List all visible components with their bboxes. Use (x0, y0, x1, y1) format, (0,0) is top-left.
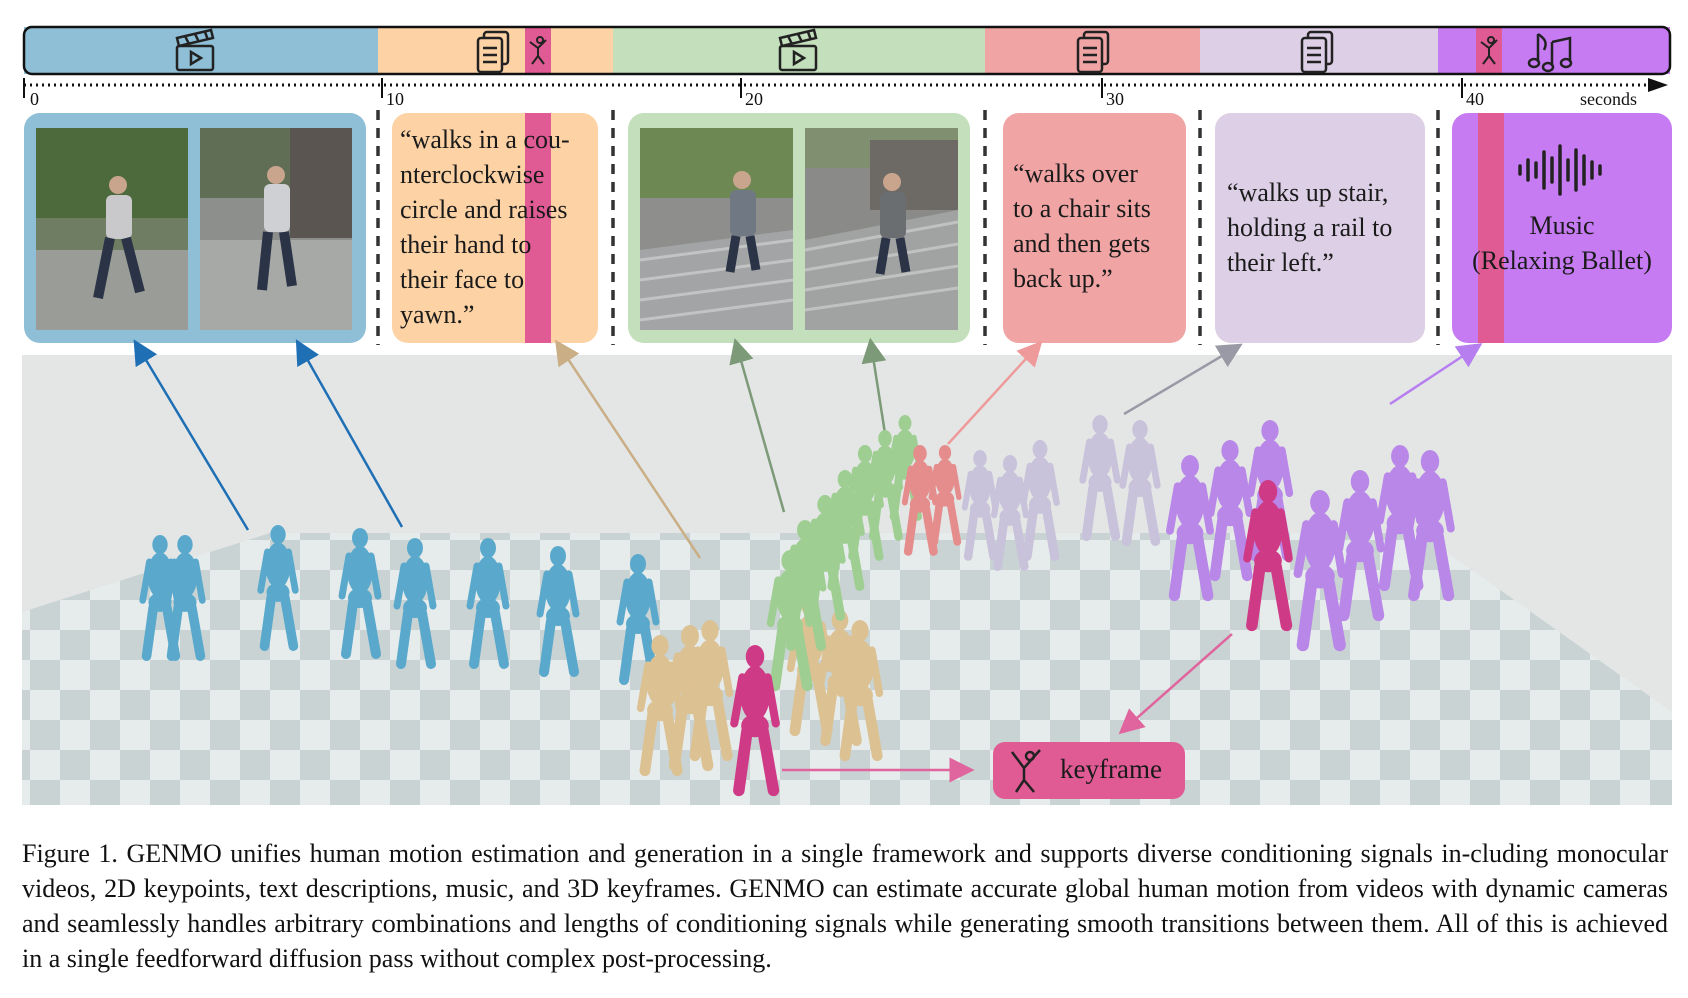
blue-figure (536, 546, 580, 677)
tick-label-20: 20 (745, 89, 763, 109)
keyframe-figure (1243, 480, 1293, 632)
keyframe-label: keyframe (1060, 754, 1162, 784)
video-frame-3 (639, 128, 794, 330)
video-frame-2 (200, 128, 352, 330)
clapperboard-icon (778, 28, 818, 72)
blue-figure (338, 528, 382, 659)
video-frame-4 (804, 128, 959, 330)
condition-arrows (133, 337, 1483, 783)
purple-figure (1206, 440, 1254, 582)
music-panel-title: Music (1529, 211, 1595, 240)
text-panel-3-quote: “walks up stair, holding a rail to their… (1227, 178, 1393, 277)
tick-label-0: 0 (30, 89, 39, 109)
text-panel-1-quote: “walks in a cou- nterclockwise circle an… (400, 125, 570, 329)
tick-label-10: 10 (386, 89, 404, 109)
pose-figure-icon (1480, 36, 1498, 65)
document-icon (476, 30, 510, 74)
music-panel-keyframe-band (1478, 113, 1504, 343)
waveform-icon (1518, 144, 1602, 196)
pose-figure-icon (529, 36, 547, 65)
music-panel (1452, 113, 1672, 343)
tick-label-40: 40 (1466, 89, 1484, 109)
tan-figure (686, 620, 734, 762)
purple-figure (1293, 490, 1347, 652)
document-icon (1076, 30, 1110, 74)
music-panel-subtitle: (Relaxing Ballet) (1472, 246, 1652, 275)
figure-caption: Figure 1. GENMO unifies human motion est… (22, 839, 1668, 973)
purple-figure (1335, 470, 1385, 622)
keyframe-figure (730, 645, 780, 797)
keyframe-badge (993, 742, 1185, 799)
text-panel-3 (1215, 113, 1425, 343)
time-axis (23, 78, 1668, 98)
timeline-bar (22, 25, 1672, 76)
lavender-figure (1079, 415, 1121, 541)
clapperboard-icon (175, 28, 215, 72)
blue-figure (164, 535, 206, 661)
lavender-figure (990, 455, 1030, 571)
motion-figures (139, 415, 1455, 797)
blue-figure (466, 538, 510, 669)
salmon-figure (928, 445, 962, 546)
text-panel-2-quote: “walks over to a chair sits and then get… (1013, 159, 1151, 293)
text-panel-2 (1003, 113, 1186, 343)
lavender-figure (1119, 420, 1161, 546)
lavender-figure (961, 450, 999, 561)
text-panel-1-keyframe-band (525, 113, 551, 343)
figure: 0 10 20 30 40 seconds “walks in a cou- n… (22, 25, 1672, 805)
lavender-figure (1020, 440, 1060, 561)
keyframe-pose-icon (1011, 749, 1041, 793)
segment-separators (376, 110, 1440, 345)
timeline-border (22, 25, 1672, 76)
timeline-segment-video-1 (24, 27, 378, 74)
document-icon (1300, 30, 1334, 74)
music-note-icon (1527, 32, 1573, 73)
tick-label-30: 30 (1106, 89, 1124, 109)
figure-illustration (22, 25, 1672, 805)
tan-figure (836, 620, 884, 762)
blue-figure (393, 538, 437, 669)
purple-figure (1166, 455, 1214, 602)
axis-unit-label: seconds (1580, 89, 1637, 109)
blue-figure (257, 525, 299, 651)
video-frame-1 (36, 128, 188, 330)
purple-figure (1405, 450, 1455, 602)
